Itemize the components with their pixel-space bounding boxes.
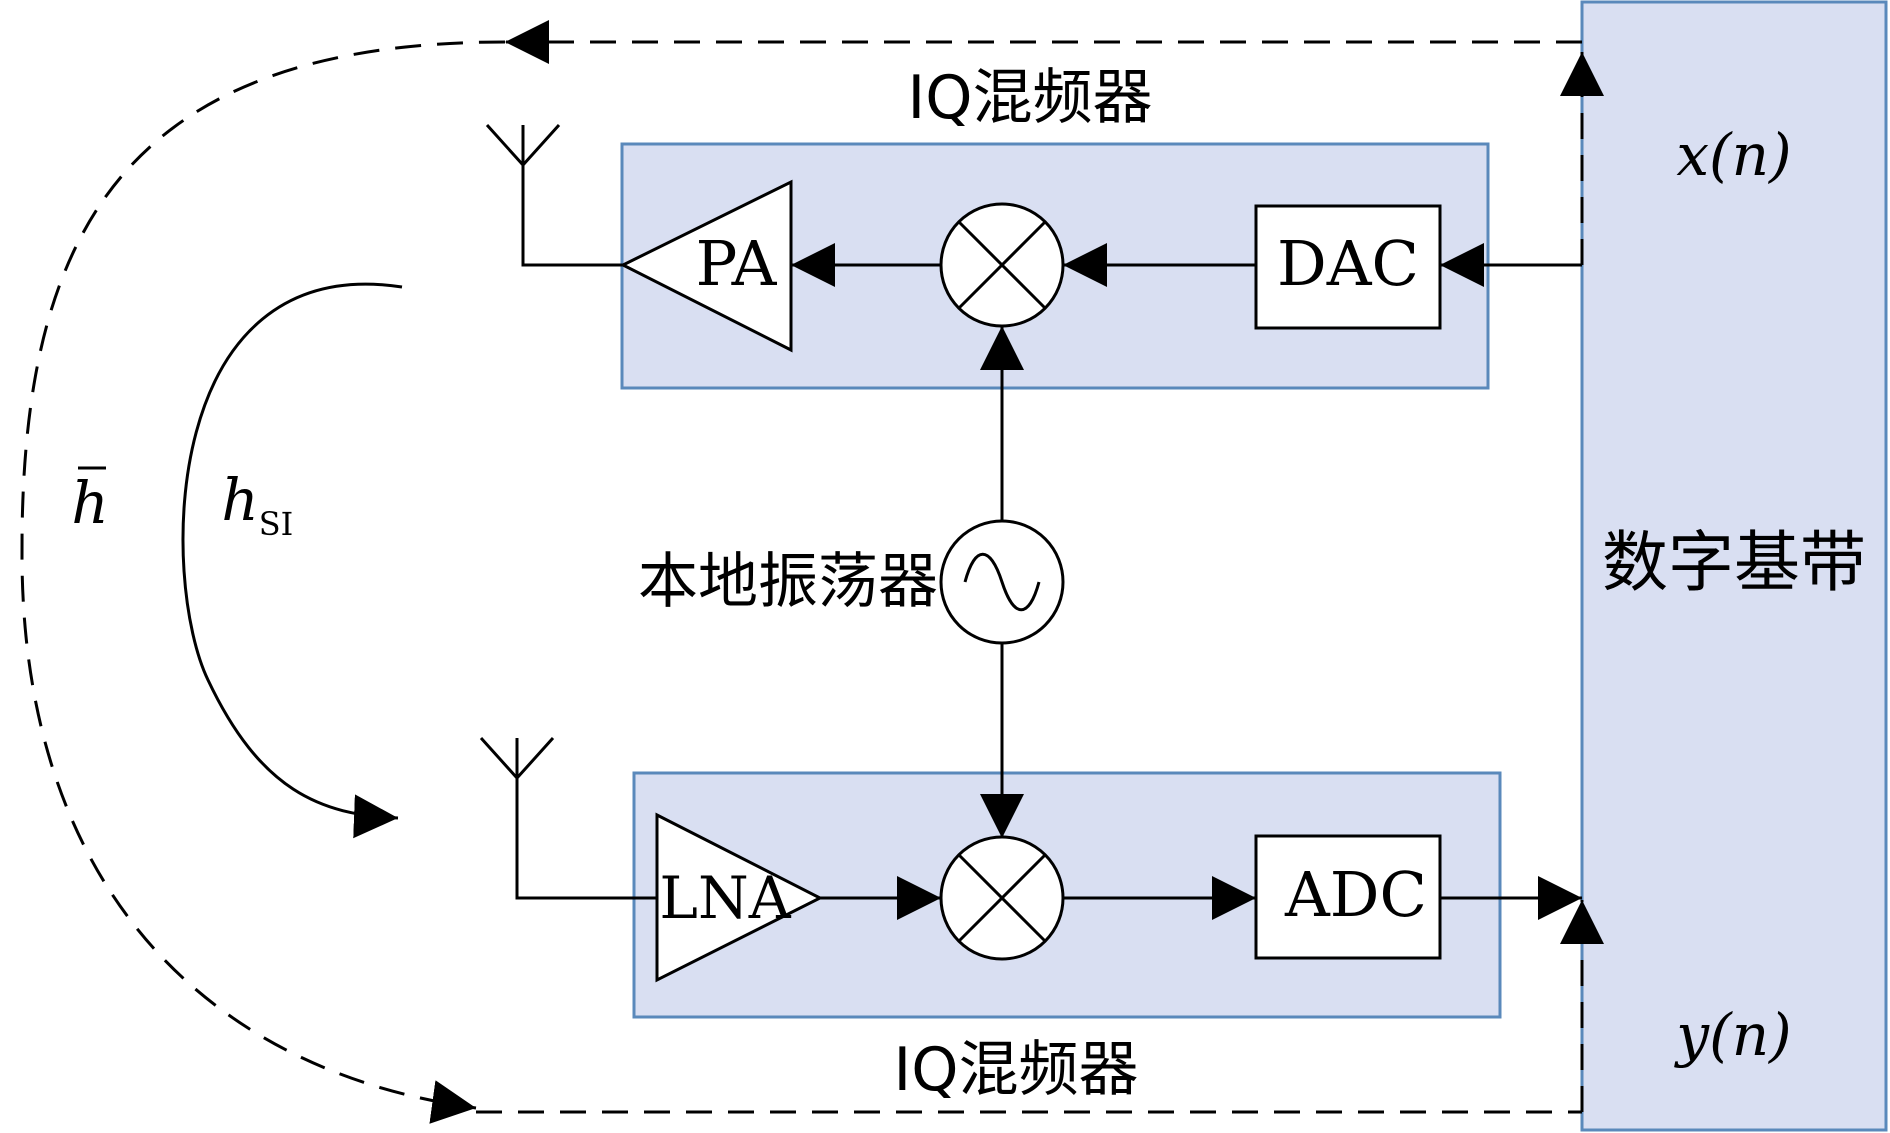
svg-text:SI: SI [259, 505, 294, 543]
rx-antenna-icon [479, 736, 555, 780]
tx-antenna-icon [485, 123, 561, 167]
self-interference-arc [181, 282, 403, 839]
rx-signal-label: y(n) [1673, 1001, 1791, 1069]
dac-block [1254, 204, 1442, 330]
lna-label: LNA [659, 864, 791, 932]
local-oscillator-label: 本地振荡器 [638, 547, 938, 617]
channel-dashed-arc [20, 40, 506, 1124]
channel-label-h-bar: h [71, 466, 109, 537]
rx-antenna-feed [515, 778, 657, 900]
pa-label: PA [696, 227, 778, 300]
pa-amplifier [619, 179, 793, 353]
digital-baseband-block [1580, 0, 1888, 1132]
lna-amplifier [655, 812, 824, 983]
tx-mixer-symbol [939, 202, 1065, 328]
tx-antenna-feed [521, 165, 623, 267]
svg-text:h: h [221, 466, 258, 534]
local-oscillator-symbol [939, 519, 1065, 645]
svg-text:h: h [71, 469, 108, 537]
dac-label: DAC [1277, 227, 1419, 300]
rx-mixer-symbol [939, 835, 1065, 961]
channel-label-h-si: h SI [221, 466, 293, 543]
rx-iq-mixer-title: IQ混频器 [894, 1035, 1139, 1105]
adc-label: ADC [1284, 858, 1427, 931]
adc-block [1254, 834, 1442, 960]
baseband-label: 数字基带 [1602, 524, 1866, 601]
tx-iq-mixer-title: IQ混频器 [908, 63, 1153, 133]
tx-signal-label: x(n) [1676, 121, 1791, 189]
